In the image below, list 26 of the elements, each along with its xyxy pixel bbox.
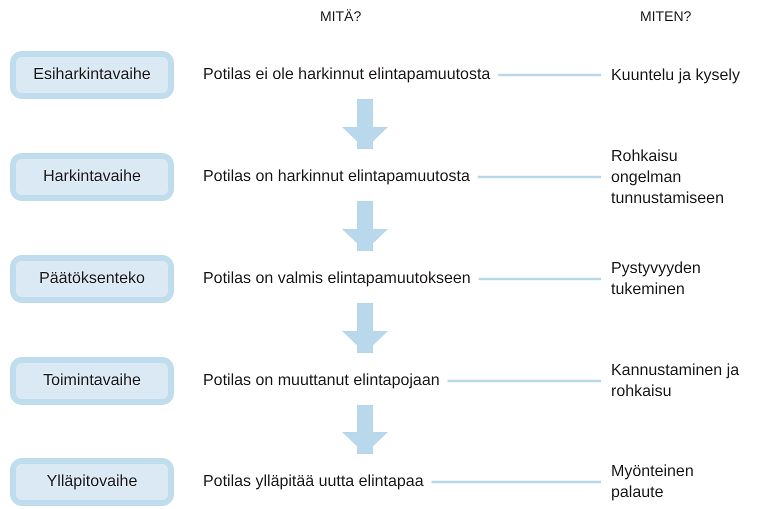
stage-box: Harkintavaihe [10,153,174,201]
connector-line [478,176,601,178]
method-text: Pystyvyyden tukeminen [611,258,741,300]
stage-description: Potilas on muuttanut elintapojaan [203,371,440,391]
stage-box: Esiharkintavaihe [10,51,174,99]
stage-description: Potilas on valmis elintapamuutokseen [203,269,471,289]
stage-box: Päätöksenteko [10,255,174,303]
method-text: Myönteinen palaute [611,461,741,503]
connector-line [478,278,601,280]
connector-line [448,380,601,382]
method-text: Rohkaisu ongelman tunnustamiseen [611,146,741,208]
column-header: MITÄ? [320,7,362,26]
stage-description: Potilas ei ole harkinnut elintapamuutosta [203,65,490,85]
column-header: MITEN? [640,7,692,26]
stage-box: Ylläpitovaihe [10,458,174,506]
connector-line [432,480,601,484]
down-arrow [342,99,388,149]
down-arrow [342,303,388,353]
down-arrow [342,405,388,454]
method-text: Kannustaminen ja rohkaisu [611,360,741,402]
down-arrow [342,201,388,251]
stage-box: Toimintavaihe [10,357,174,405]
stage-description: Potilas ylläpitää uutta elintapaa [203,472,424,492]
connector-line [498,74,601,76]
stage-description: Potilas on harkinnut elintapamuutosta [203,167,470,187]
method-text: Kuuntelu ja kysely [611,64,740,86]
